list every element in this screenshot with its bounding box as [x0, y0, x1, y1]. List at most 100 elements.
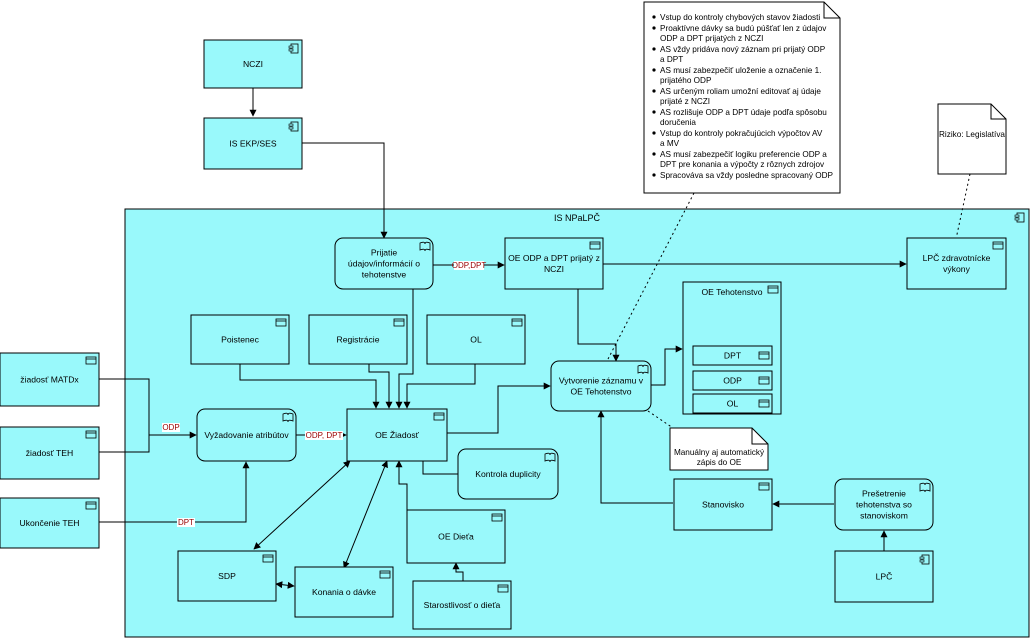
object-icon [491, 513, 503, 522]
edge-prijatie-oe-ziadost [395, 289, 414, 409]
requirement-item: AS rozlišuje ODP a DPT údaje podľa spôso… [660, 108, 827, 117]
node-label-oe-tehotenstvo: OE Tehotenstvo [702, 287, 763, 297]
requirement-item: DPT pre konania a výpočty z rôznych zdro… [660, 160, 825, 169]
node-oe-dieta[interactable]: OE Dieťa [406, 509, 506, 564]
object-icon [85, 356, 97, 365]
node-ukoncenie-teh[interactable]: Ukončenie TEH [0, 497, 100, 549]
object-icon [497, 584, 509, 593]
edge-sdp-oe-ziadost [253, 460, 351, 550]
requirement-item: Spracováva sa vždy posledne spracovaný O… [660, 171, 833, 180]
edge-label-dpt: DPT [178, 518, 194, 527]
bullet-icon [652, 173, 656, 177]
requirement-item: doručenia [660, 118, 696, 127]
manual-note: Manuálny aj automatický zápis do OE [669, 427, 769, 471]
object-icon [262, 554, 274, 563]
edge-is-ekp-prijatie [301, 142, 388, 239]
node-ol-inner[interactable]: OL [692, 393, 773, 414]
node-vyzadovanie[interactable]: Vyžadovanie atribútov [196, 408, 297, 462]
component-icon [288, 121, 299, 132]
node-nczi[interactable]: NCZI [203, 39, 303, 89]
service-icon [282, 412, 294, 423]
requirement-item: Proaktívne dávky sa budú púšťať len z úd… [660, 24, 827, 33]
node-label-presetrenie-2: tehotenstva so [856, 500, 912, 510]
object-icon [379, 570, 391, 579]
node-is-ekp[interactable]: IS EKP/SES [203, 117, 303, 170]
edge-konania-oe-ziadost [343, 460, 388, 569]
node-label-zaznam-2: OE Tehotenstvo [571, 387, 632, 397]
node-kontrola[interactable]: Kontrola duplicity [457, 448, 559, 500]
edge-stanovisko-zaznam [597, 410, 673, 504]
node-label-dpt: DPT [724, 351, 742, 361]
object-icon [758, 482, 770, 491]
node-label-konania: Konania o dávke [312, 587, 376, 597]
node-konania[interactable]: Konania o dávke [294, 566, 394, 618]
edge-matdx-vyzadovanie [99, 378, 197, 439]
container-label: IS NPaLPČ [554, 213, 601, 223]
object-icon [85, 430, 97, 439]
edge-zaznam-oe-tehotenstvo [651, 345, 683, 386]
requirement-item: a MV [660, 139, 680, 148]
node-lpc[interactable]: LPČ [834, 550, 934, 603]
bullet-icon [652, 152, 656, 156]
node-label-zaznam-1: Vytvorenie záznamu v [559, 376, 644, 386]
bullet-icon [652, 110, 656, 114]
node-registracie[interactable]: Registrácie [308, 314, 408, 365]
edge-teh-vyzadovanie [99, 435, 150, 453]
node-label-oe-odp-dpt-1: OE ODP a DPT prijatý z [508, 253, 600, 263]
object-icon [393, 318, 405, 327]
bullet-icon [652, 68, 656, 72]
node-poistenec[interactable]: Poistenec [190, 314, 290, 365]
bullet-icon [652, 15, 656, 19]
node-label-ol: OL [470, 335, 482, 345]
edge-oe-odp-zaznam [577, 289, 620, 362]
component-icon [919, 554, 930, 565]
service-icon [919, 482, 931, 493]
node-odp[interactable]: ODP [692, 370, 773, 391]
edge-label-odp-dpt-top: ODP,DPT [452, 261, 487, 270]
node-label-lpc: LPČ [876, 572, 893, 582]
node-label-oe-odp-dpt-2: NCZI [544, 264, 564, 274]
edge-poistenec-oe-ziadost [239, 364, 380, 409]
node-label-vyzadovanie: Vyžadovanie atribútov [204, 430, 289, 440]
requirements-note: Vstup do kontroly chybových stavov žiado… [643, 1, 841, 194]
requirements-list: Vstup do kontroly chybových stavov žiado… [652, 13, 833, 180]
node-sdp[interactable]: SDP [177, 550, 277, 602]
edge-starostlivost-dieta [452, 562, 464, 581]
node-ol[interactable]: OL [426, 314, 526, 365]
note-link-manual [647, 410, 674, 429]
node-label-presetrenie-3: stanoviskom [860, 511, 908, 521]
requirement-item: AS určeným roliam umožní editovať aj úda… [660, 87, 821, 96]
node-ziadost-teh[interactable]: žiadosť TEH [0, 426, 100, 480]
requirement-item: AS musí zabezpečiť logiku preferencie OD… [660, 150, 827, 159]
service-icon [419, 241, 431, 252]
object-icon [589, 241, 601, 250]
node-stanovisko[interactable]: Stanovisko [673, 478, 773, 531]
node-oe-ziadost[interactable]: OE Žiadosť [346, 408, 448, 462]
bullet-icon [652, 131, 656, 135]
object-icon [511, 318, 523, 327]
note-link-requirements [606, 192, 695, 362]
node-label-oe-ziadost: OE Žiadosť [375, 430, 420, 440]
service-icon [637, 364, 649, 375]
node-dpt[interactable]: DPT [692, 345, 773, 366]
connectors [99, 88, 971, 589]
manual-note-line-1: Manuálny aj automatický [674, 448, 765, 457]
node-starostlivost[interactable]: Starostlivosť o dieťa [412, 580, 512, 630]
node-label-oe-dieta: OE Dieťa [438, 532, 474, 542]
object-icon [992, 241, 1004, 250]
node-label-is-ekp: IS EKP/SES [229, 139, 277, 149]
risk-note: Riziko: Legislatíva [937, 103, 1007, 175]
requirement-item: a DPT [660, 55, 683, 64]
node-zaznam[interactable]: Vytvorenie záznamu vOE Tehotenstvo [550, 360, 652, 412]
node-ziadost-matdx[interactable]: žiadosť MATDx [0, 352, 100, 407]
node-label-presetrenie-1: Prešetrenie [862, 489, 906, 499]
requirement-item: prijaté z NCZI [660, 97, 710, 106]
edge-sdp-konania [275, 581, 295, 589]
node-label-ziadost-teh: žiadosť TEH [26, 448, 73, 458]
service-icon [544, 452, 556, 463]
